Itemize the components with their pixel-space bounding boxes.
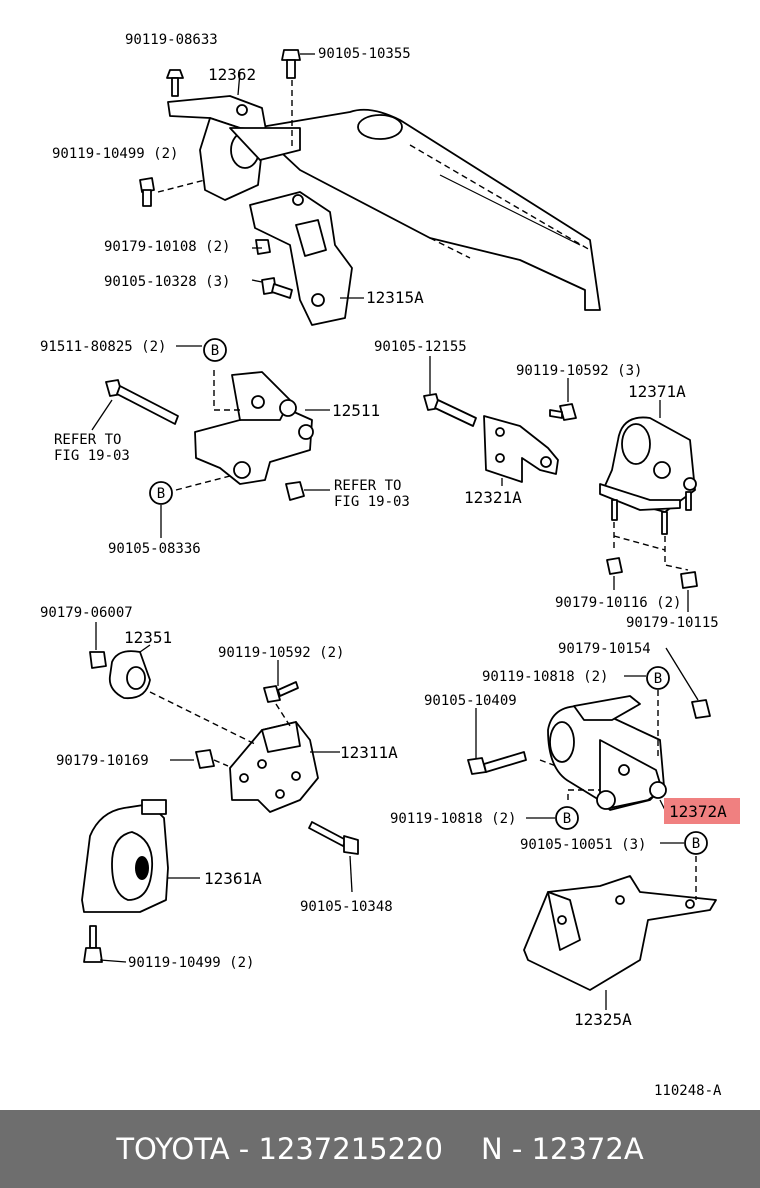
label-12351: 12351: [124, 628, 172, 647]
parts-diagram: 90119-08633 90105-10355 12362 90119-1049…: [40, 32, 740, 1099]
label-91511-80825: 91511-80825 (2): [40, 339, 166, 355]
nut-refer-drawing: [285, 481, 305, 501]
label-90119-10499-bot: 90119-10499 (2): [128, 955, 254, 971]
label-12361A: 12361A: [204, 869, 262, 888]
label-90105-12155: 90105-12155: [374, 339, 467, 355]
bracket-12362-drawing: [167, 95, 301, 201]
nut-90179-10116-drawing: [606, 557, 623, 575]
bolt-90105-10348-drawing: [308, 821, 359, 855]
bolt-90105-10409-drawing: [467, 751, 527, 775]
bolt-90119-08633-drawing: [166, 69, 184, 97]
footer-part-number: 1237215220: [258, 1132, 443, 1166]
label-12371A: 12371A: [628, 382, 686, 401]
label-90105-10409: 90105-10409: [424, 693, 517, 709]
label-12372A: 12372A: [669, 802, 727, 821]
bolt-90105-10355-drawing: [281, 49, 301, 79]
refer2-line1: REFER TO: [334, 478, 401, 494]
mount-12371A-drawing: [599, 416, 697, 535]
marker-b-2: B: [149, 481, 173, 505]
label-90179-10169: 90179-10169: [56, 753, 149, 769]
marker-b-3-label: B: [654, 671, 662, 687]
nut-90179-10115-drawing: [680, 571, 698, 589]
marker-b-5: B: [684, 831, 708, 855]
footer-n-value: 12372A: [531, 1132, 644, 1166]
engine-block-drawing: [254, 108, 601, 311]
label-90119-10592-mid: 90119-10592 (3): [516, 363, 642, 379]
marker-b-4-label: B: [563, 811, 571, 827]
refer1-line1: REFER TO: [54, 432, 121, 448]
mount-12372A-drawing: [547, 695, 667, 811]
footer-brand: TOYOTA: [116, 1132, 230, 1166]
nut-90179-10169-drawing: [195, 749, 215, 769]
marker-b-4: B: [555, 806, 579, 830]
bracket-12311A-drawing: [229, 721, 319, 813]
label-90179-10108: 90179-10108 (2): [104, 239, 230, 255]
label-12311A: 12311A: [340, 743, 398, 762]
footer-bar: TOYOTA - 1237215220 N - 12372A: [0, 1110, 760, 1188]
label-90105-10348: 90105-10348: [300, 899, 393, 915]
footer-separator-2: -: [502, 1132, 532, 1166]
label-90105-10328: 90105-10328 (3): [104, 274, 230, 290]
bolt-90119-10499-bot-drawing: [83, 925, 103, 963]
figure-number: 110248-A: [654, 1083, 722, 1099]
label-90119-08633: 90119-08633: [125, 32, 218, 48]
marker-b-3: B: [646, 666, 670, 690]
label-12315A: 12315A: [366, 288, 424, 307]
bracket-12315A-drawing: [249, 191, 353, 326]
bolt-90105-10328-drawing: [261, 277, 293, 299]
label-12511: 12511: [332, 401, 380, 420]
bushing-12351-drawing: [108, 650, 151, 700]
nut-90179-06007-drawing: [89, 651, 107, 669]
highlight-12372A: [664, 798, 740, 824]
bolt-90119-10499-top-drawing: [139, 177, 155, 207]
bracket-12321A-drawing: [483, 415, 559, 483]
footer-n-prefix: N: [480, 1132, 503, 1166]
bracket-12325A-drawing: [523, 875, 717, 991]
label-90105-10051: 90105-10051 (3): [520, 837, 646, 853]
label-90119-10818-b: 90119-10818 (2): [390, 811, 516, 827]
footer-separator-1: -: [229, 1132, 259, 1166]
label-90119-10818-a: 90119-10818 (2): [482, 669, 608, 685]
bolt-91511-80825-drawing: [105, 379, 179, 425]
mount-12361A-drawing: [81, 799, 169, 913]
nut-90179-10154-drawing: [691, 699, 711, 719]
bolt-90105-12155-drawing: [423, 393, 477, 427]
bracket-12511-drawing: [194, 371, 314, 485]
label-90179-10115: 90179-10115: [626, 615, 719, 631]
marker-b-5-label: B: [692, 836, 700, 852]
label-12321A: 12321A: [464, 488, 522, 507]
label-90105-08336: 90105-08336: [108, 541, 201, 557]
label-90119-10499-top: 90119-10499 (2): [52, 146, 178, 162]
refer1-line2: FIG 19-03: [54, 448, 130, 464]
label-12362: 12362: [208, 65, 256, 84]
refer2-line2: FIG 19-03: [334, 494, 410, 510]
nut-90179-10108-drawing: [255, 239, 271, 255]
label-90179-10154: 90179-10154: [558, 641, 651, 657]
label-90179-10116: 90179-10116 (2): [555, 595, 681, 611]
label-90105-10355: 90105-10355: [318, 46, 411, 62]
label-90119-10592-low: 90119-10592 (2): [218, 645, 344, 661]
marker-b-1: B: [203, 338, 227, 362]
marker-b-2-label: B: [157, 486, 165, 502]
bolt-90119-10592-mid-drawing: [549, 403, 577, 421]
marker-b-1-label: B: [211, 343, 219, 359]
bolt-90119-10592-low-drawing: [263, 681, 299, 703]
label-90179-06007: 90179-06007: [40, 605, 133, 621]
label-12325A: 12325A: [574, 1010, 632, 1029]
